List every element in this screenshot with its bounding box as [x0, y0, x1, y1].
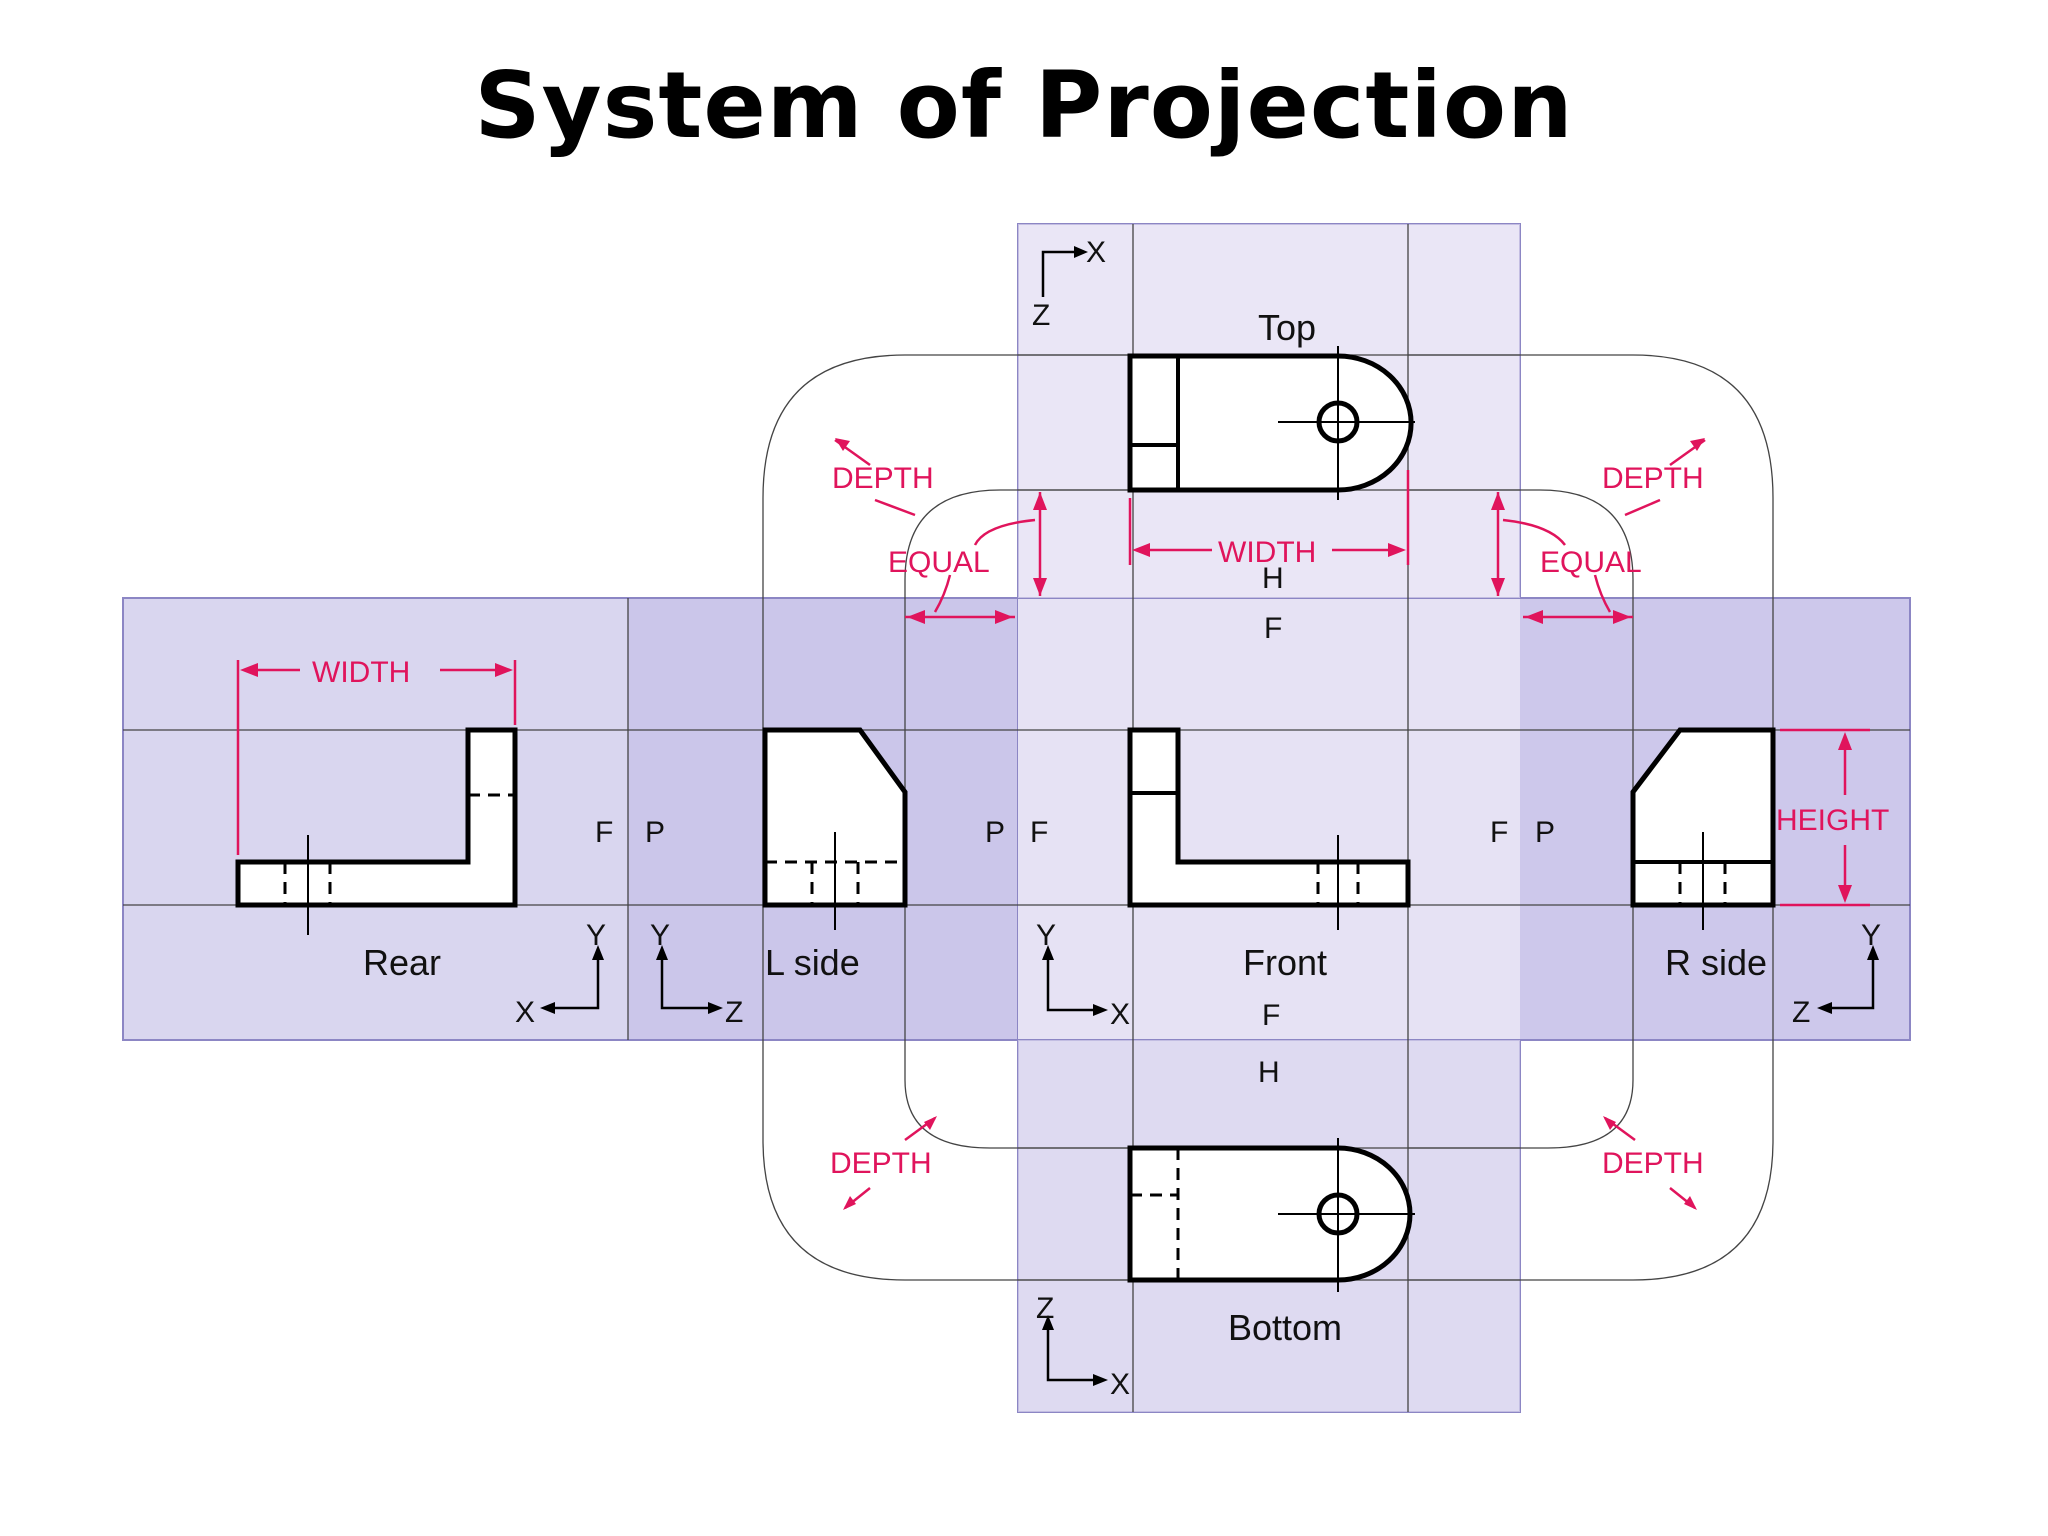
- equal-label-right: EQUAL: [1540, 546, 1642, 579]
- axis-x-rear: X: [515, 996, 535, 1029]
- fold-label-h-top: H: [1262, 562, 1284, 595]
- axis-z-top: Z: [1032, 299, 1050, 332]
- axis-indicators: [540, 246, 1879, 1386]
- top-view-outline: [1127, 353, 1414, 493]
- height-label: HEIGHT: [1776, 804, 1889, 837]
- fold-label-p-left: P: [985, 816, 1005, 849]
- fold-label-h-bottom: H: [1258, 1056, 1280, 1089]
- axis-z-left: Z: [725, 996, 743, 1029]
- top-view-label: Top: [1258, 307, 1316, 348]
- fold-label-f-bottom: F: [1262, 999, 1280, 1032]
- depth-label-bottom-right: DEPTH: [1602, 1147, 1704, 1180]
- axis-x-top: X: [1086, 236, 1106, 269]
- front-view-label: Front: [1243, 942, 1327, 983]
- front-plane: [1018, 598, 1520, 1040]
- front-view-drawing: [1127, 727, 1411, 930]
- depth-label-bottom-left: DEPTH: [830, 1147, 932, 1180]
- fold-label-p-right: P: [1535, 816, 1555, 849]
- slide-title: System of Projection: [474, 52, 1574, 159]
- fold-label-f-rear: F: [595, 816, 613, 849]
- dimension-lines: [236, 438, 1870, 1210]
- axis-x-front: X: [1110, 998, 1130, 1031]
- fold-label-f-left: F: [1030, 816, 1048, 849]
- fold-label-p-rear: P: [645, 816, 665, 849]
- axis-z-bottom: Z: [1036, 1292, 1054, 1325]
- fold-label-f-top: F: [1264, 612, 1282, 645]
- axis-x-bottom: X: [1110, 1368, 1130, 1401]
- width-label-top: WIDTH: [1218, 536, 1316, 569]
- rear-view-drawing: [235, 727, 518, 935]
- axis-y-rear: Y: [586, 919, 606, 952]
- axis-z-right: Z: [1792, 996, 1810, 1029]
- axis-y-right: Y: [1861, 919, 1881, 952]
- fold-label-f-right: F: [1490, 816, 1508, 849]
- left-side-view-drawing: [762, 727, 908, 930]
- rear-plane: [123, 598, 628, 1040]
- left-side-view-label: L side: [765, 942, 860, 983]
- bottom-view-outline: [1127, 1145, 1413, 1283]
- axis-y-left: Y: [650, 919, 670, 952]
- depth-label-top-left: DEPTH: [832, 462, 934, 495]
- axis-y-front: Y: [1036, 919, 1056, 952]
- horizontal-plane-strip: [122, 597, 1911, 1041]
- front-view-outline: [1127, 727, 1411, 908]
- rear-view-label: Rear: [363, 942, 441, 983]
- right-side-view-label: R side: [1665, 942, 1767, 983]
- bottom-view-drawing: [1127, 1138, 1415, 1292]
- depth-label-top-right: DEPTH: [1602, 462, 1704, 495]
- right-side-view-drawing: [1630, 727, 1776, 930]
- bottom-view-label: Bottom: [1228, 1307, 1342, 1348]
- width-label-rear: WIDTH: [312, 656, 410, 689]
- equal-label-left: EQUAL: [888, 546, 990, 579]
- top-view-drawing: [1127, 346, 1415, 500]
- rear-view-outline: [235, 727, 518, 908]
